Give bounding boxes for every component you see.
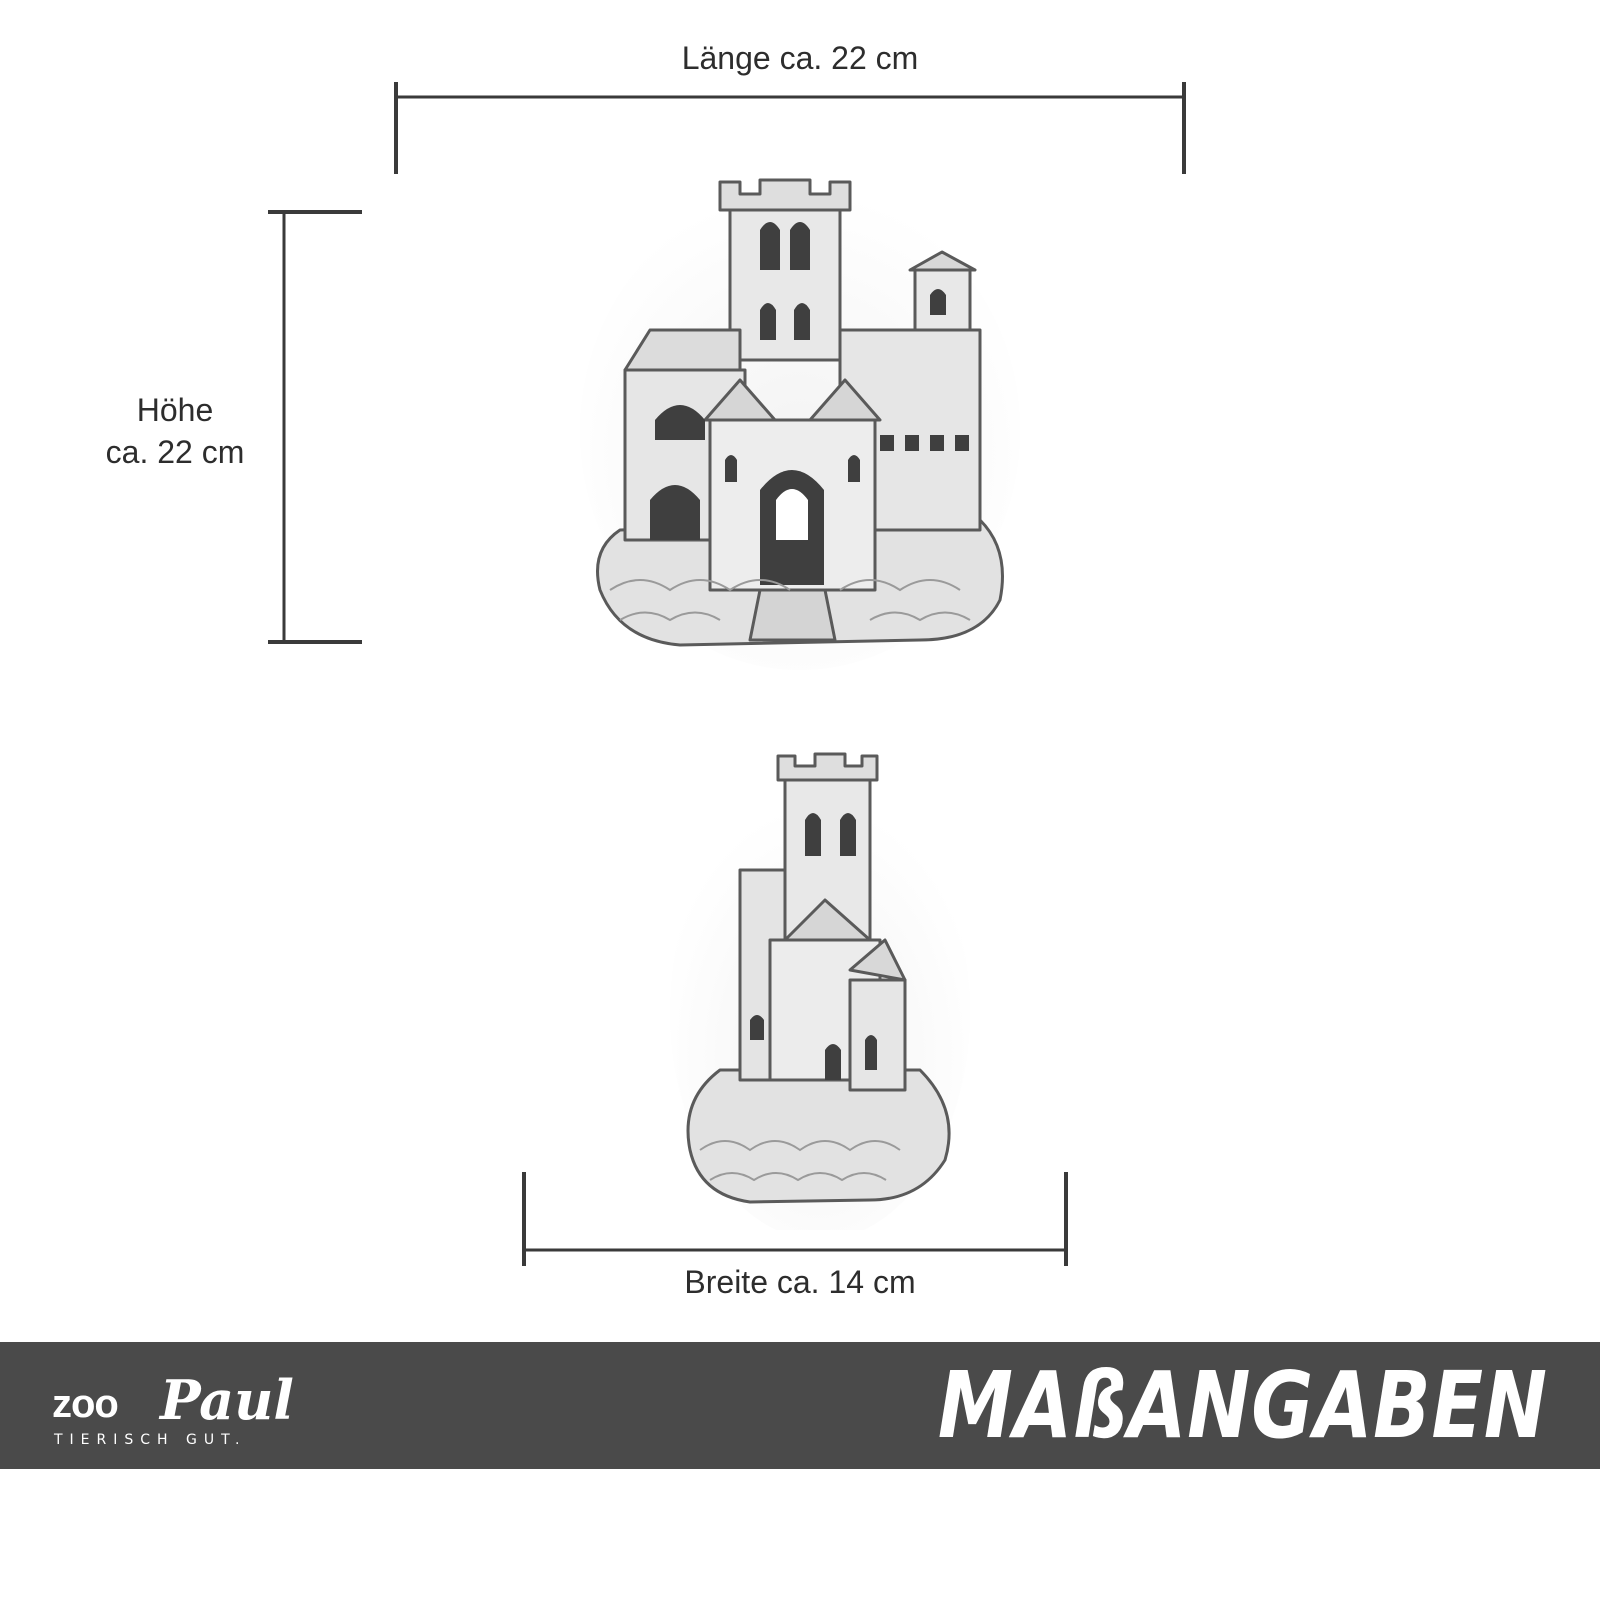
castle-front-view-image: [580, 178, 1020, 670]
height-label-line1: Höhe: [136, 392, 214, 428]
height-label-line2: ca. 22 cm: [105, 433, 245, 470]
footer-band: zoo Paul TIERISCH GUT. MAßANGABEN: [0, 1342, 1600, 1469]
length-label: Länge ca. 22 cm: [681, 40, 919, 76]
footer-title: MAßANGABEN: [938, 1352, 1548, 1459]
zoo-paul-logo: zoo Paul TIERISCH GUT.: [52, 1364, 294, 1454]
width-label: Breite ca. 14 cm: [684, 1264, 916, 1300]
castle-side-view-image: [670, 752, 970, 1230]
logo-tagline: TIERISCH GUT.: [54, 1432, 247, 1448]
logo-paul-text: Paul: [160, 1368, 294, 1432]
height-label: Höhe ca. 22 cm: [60, 390, 290, 473]
logo-zoo-text: zoo: [52, 1382, 119, 1426]
